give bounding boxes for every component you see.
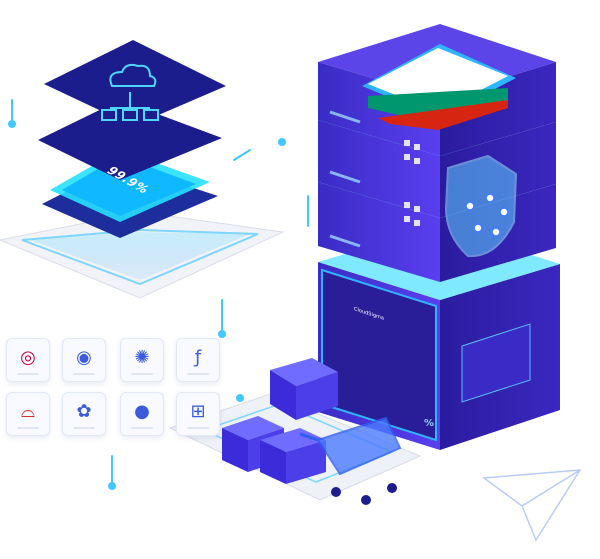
os-tile-windows[interactable]: ⊞ — [176, 392, 220, 436]
tile-underline — [73, 427, 95, 429]
tile-underline — [17, 373, 39, 375]
freebsd-icon: ● — [134, 400, 150, 422]
os-tile-fedora[interactable]: ƒ — [176, 338, 220, 382]
shopping-cart-icon — [299, 416, 402, 505]
os-tile-debian[interactable]: ◎ — [6, 338, 50, 382]
windows-icon: ⊞ — [190, 400, 206, 422]
shield-icon — [444, 154, 518, 258]
tile-underline — [73, 373, 95, 375]
rockylinux-icon: ✿ — [76, 400, 92, 422]
percent-label: % — [424, 418, 435, 429]
boxes-icon — [222, 358, 338, 484]
os-tile-almalinux[interactable]: ✺ — [120, 338, 164, 382]
tile-underline — [187, 427, 209, 429]
tile-underline — [131, 373, 153, 375]
fedora-icon: ƒ — [194, 346, 202, 368]
almalinux-icon: ✺ — [134, 346, 150, 368]
bulgaria-flag — [362, 44, 516, 130]
stacked-layers — [38, 40, 226, 238]
ubuntu-icon: ◉ — [76, 346, 92, 368]
tile-underline — [131, 427, 153, 429]
tile-underline — [187, 373, 209, 375]
os-tile-ubuntu[interactable]: ◉ — [62, 338, 106, 382]
paper-plane-icon — [481, 469, 582, 542]
cloud-network-icon — [101, 63, 159, 121]
os-tile-rockylinux[interactable]: ✿ — [62, 392, 106, 436]
os-tile-redhat[interactable]: ⌓ — [6, 392, 50, 436]
debian-icon: ◎ — [20, 346, 36, 368]
os-tile-freebsd[interactable]: ● — [120, 392, 164, 436]
network-platform — [0, 211, 285, 299]
redhat-icon: ⌓ — [20, 400, 36, 422]
tile-underline — [17, 427, 39, 429]
light-streaks — [8, 99, 309, 490]
